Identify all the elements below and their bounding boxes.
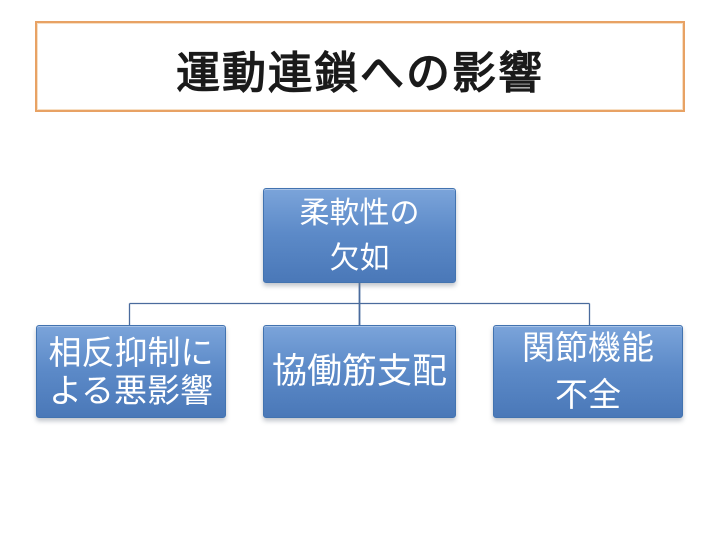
node-child-3-label: 関節機能 不全 xyxy=(522,329,654,413)
node-child-2-label: 協働筋支配 xyxy=(271,351,447,391)
node-child-1: 相反抑制に よる悪影響 xyxy=(36,325,226,418)
slide-title-box: 運動連鎖への影響 xyxy=(35,21,685,112)
node-child-1-label: 相反抑制に よる悪影響 xyxy=(48,333,214,409)
node-child-2: 協働筋支配 xyxy=(263,325,456,418)
node-root-label: 柔軟性の 欠如 xyxy=(299,196,420,275)
node-child-3: 関節機能 不全 xyxy=(493,325,683,418)
slide-title: 運動連鎖への影響 xyxy=(176,48,544,98)
node-root: 柔軟性の 欠如 xyxy=(263,188,456,283)
